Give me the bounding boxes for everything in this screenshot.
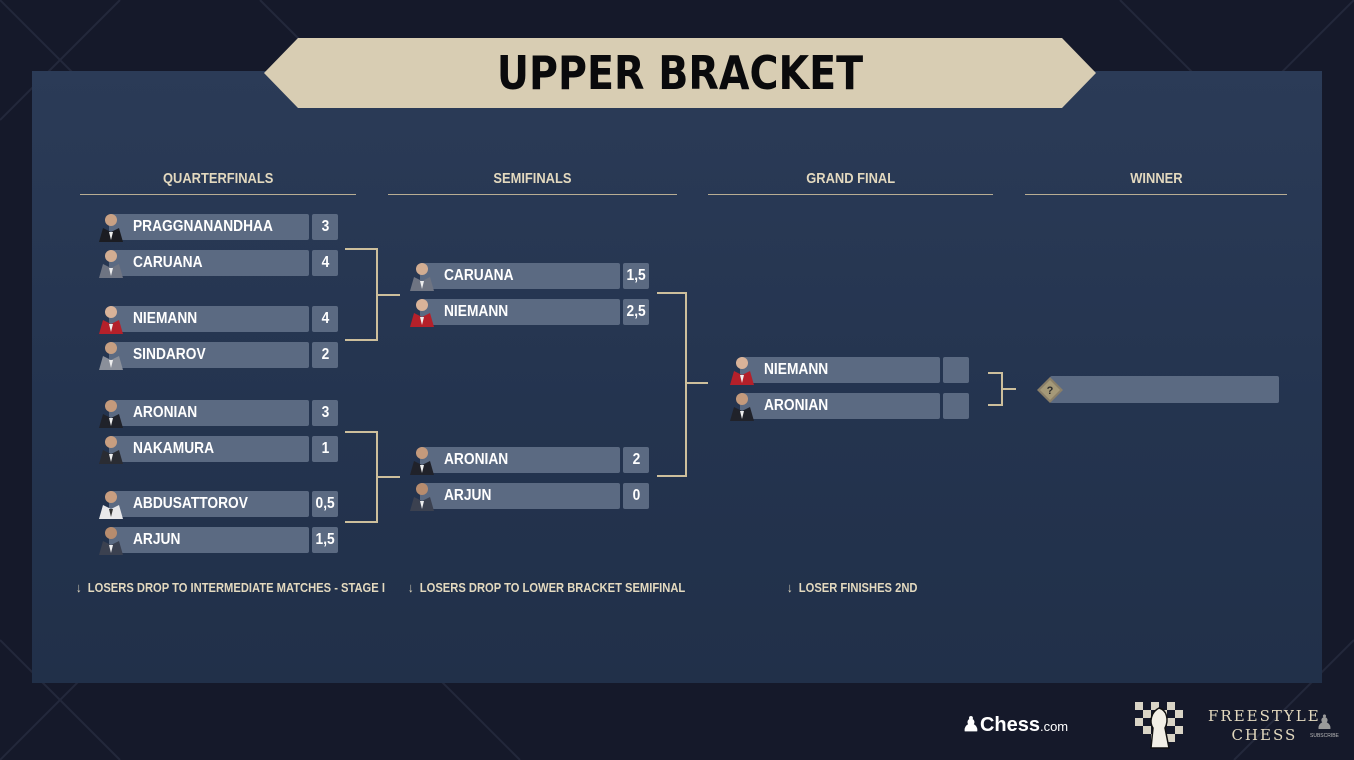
player-name: ARONIAN [444,451,509,468]
pawn-icon: ♟ [1315,712,1334,734]
player-score: 1,5 [312,527,338,553]
player-name: CARUANA [133,254,203,271]
header-quarterfinals: QUARTERFINALS [80,170,356,195]
player-name: ARONIAN [133,404,198,421]
player-name: NIEMANN [444,303,509,320]
title-banner: UPPER BRACKET [264,38,1096,108]
player-score: 3 [312,400,338,426]
player-score [943,357,969,383]
player-score: 1 [312,436,338,462]
player-score: 2,5 [623,299,649,325]
player-name: ARJUN [444,487,492,504]
player-name: NIEMANN [764,361,829,378]
header-semifinals: SEMIFINALS [388,170,677,195]
player-avatar-icon [99,436,123,464]
player-score [943,393,969,419]
player-name: SINDAROV [133,346,206,363]
player-avatar-icon [410,483,434,511]
note-grand-final: ↓ LOSER FINISHES 2ND [787,580,918,595]
chesscom-logo: ♟Chess.com [962,714,1069,736]
player-avatar-icon [99,306,123,334]
player-name: NIEMANN [133,310,198,327]
unknown-winner-icon: ? [1037,377,1063,403]
page-title: UPPER BRACKET [496,46,864,100]
header-grand-final: GRAND FINAL [708,170,993,195]
player-avatar-icon [99,342,123,370]
player-name: NAKAMURA [133,440,215,457]
player-name: ARJUN [133,531,181,548]
player-avatar-icon [99,214,123,242]
player-name: ARONIAN [764,397,829,414]
freestyle-chess-logo-icon [1135,702,1183,749]
winner-symbol: ? [1047,385,1054,397]
player-avatar-icon [410,447,434,475]
player-avatar-icon [410,263,434,291]
down-arrow-icon: ↓ [408,580,414,595]
player-score: 0,5 [312,491,338,517]
player-avatar-icon [730,357,754,385]
player-score: 4 [312,306,338,332]
pawn-icon: ♟ [962,714,980,736]
player-score: 3 [312,214,338,240]
player-score: 0 [623,483,649,509]
player-avatar-icon [99,491,123,519]
player-score: 2 [623,447,649,473]
player-avatar-icon [99,527,123,555]
freestyle-chess-wordmark: FREESTYLE CHESS [1208,707,1321,744]
player-name: PRAGGNANANDHAA [133,218,273,235]
player-name: ABDUSATTOROV [133,495,248,512]
header-winner: WINNER [1025,170,1287,195]
player-avatar-icon [410,299,434,327]
player-score: 4 [312,250,338,276]
winner-slot [1050,376,1279,403]
player-avatar-icon [730,393,754,421]
down-arrow-icon: ↓ [787,580,793,595]
player-score: 1,5 [623,263,649,289]
player-avatar-icon [99,400,123,428]
note-semifinals: ↓ LOSERS DROP TO LOWER BRACKET SEMIFINAL [408,580,686,595]
note-quarterfinals: ↓ LOSERS DROP TO INTERMEDIATE MATCHES - … [76,580,385,595]
player-score: 2 [312,342,338,368]
player-avatar-icon [99,250,123,278]
down-arrow-icon: ↓ [76,580,82,595]
subscribe-badge[interactable]: ♟ SUBSCRIBE [1310,712,1339,739]
player-name: CARUANA [444,267,514,284]
